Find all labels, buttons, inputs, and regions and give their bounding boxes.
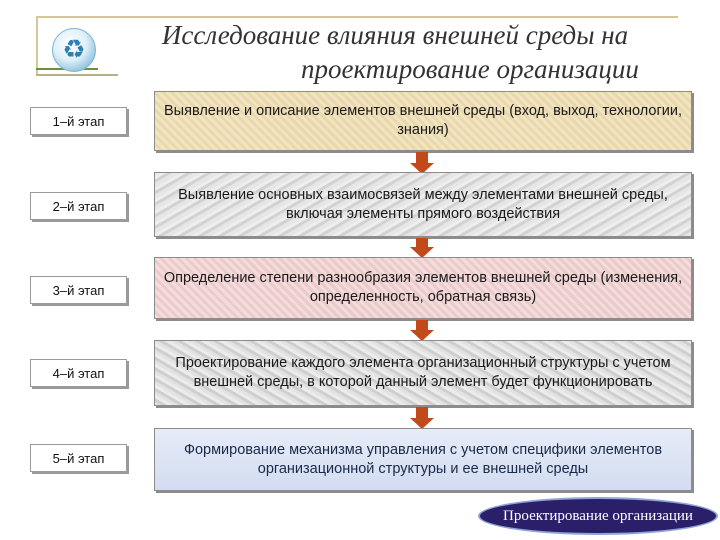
stage-label-5: 5–й этап: [30, 444, 127, 472]
down-arrow-icon: [410, 238, 434, 258]
stage-label-3: 3–й этап: [30, 276, 127, 304]
stage-box-3: Определение степени разнообразия элемент…: [154, 257, 692, 319]
frame-line-top: [36, 16, 678, 18]
stage-box-2: Выявление основных взаимосвязей между эл…: [154, 172, 692, 237]
stage-box-4: Проектирование каждого элемента организа…: [154, 340, 692, 406]
stage-label-1: 1–й этап: [30, 107, 127, 135]
stage-label-4: 4–й этап: [30, 359, 127, 387]
recycle-icon: ♻: [52, 28, 96, 72]
page-title: Исследование влияния внешней среды на пр…: [100, 18, 690, 86]
frame-line-left: [36, 16, 38, 74]
stage-box-5: Формирование механизма управления с учет…: [154, 428, 692, 491]
design-organization-button[interactable]: Проектирование организации: [478, 497, 718, 535]
down-arrow-icon: [410, 407, 434, 429]
stage-label-2: 2–й этап: [30, 192, 127, 220]
frame-underline-tan: [36, 74, 118, 76]
title-line-2: проектирование организации: [301, 54, 639, 84]
down-arrow-icon: [410, 152, 434, 174]
down-arrow-icon: [410, 320, 434, 341]
stage-box-1: Выявление и описание элементов внешней с…: [154, 91, 692, 151]
title-line-1: Исследование влияния внешней среды на: [161, 20, 629, 50]
